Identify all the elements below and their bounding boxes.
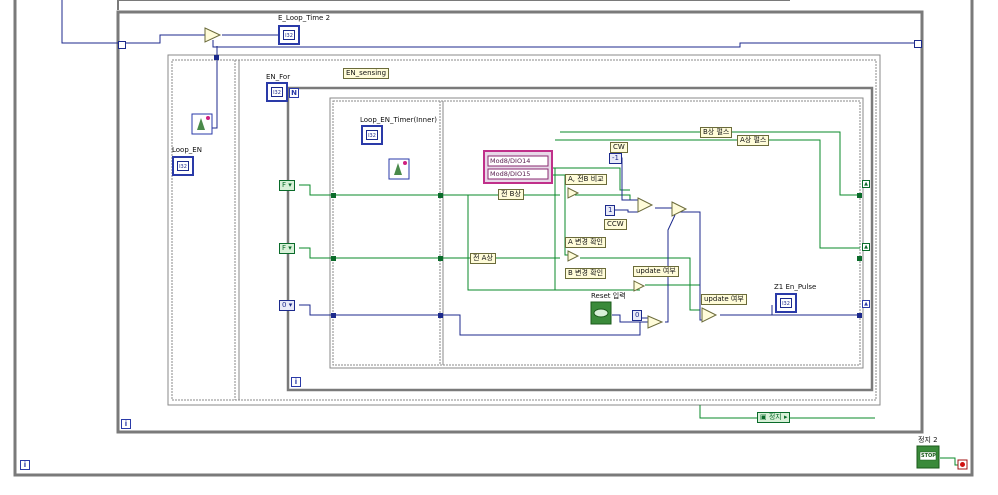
shift-register-icon: ▲ bbox=[862, 180, 870, 188]
e-loop-time-label: E_Loop_Time 2 bbox=[278, 14, 331, 22]
b-change-label: B 변경 확인 bbox=[565, 268, 607, 279]
ccw-label: CCW bbox=[604, 219, 627, 230]
stop-local-variable[interactable]: ▣ 정지 ▸ bbox=[757, 412, 791, 423]
z1-en-pulse-indicator[interactable]: I32 bbox=[775, 293, 797, 313]
a-compare-label: A, 전B 비교 bbox=[565, 174, 607, 185]
while-loop-iteration-terminal: i bbox=[121, 419, 131, 429]
for-loop-count-terminal[interactable]: N bbox=[289, 88, 299, 98]
shift-register-left bbox=[118, 41, 126, 49]
z1-en-pulse-label: Z1 En_Pulse bbox=[774, 283, 817, 291]
update-label-2: update 여부 bbox=[701, 294, 747, 305]
loop-en-label: Loop_EN bbox=[172, 146, 202, 154]
while-loop-2-frame bbox=[116, 10, 924, 434]
loop-en-indicator[interactable]: I32 bbox=[172, 156, 194, 176]
one-constant[interactable]: 1 bbox=[605, 205, 616, 216]
add-node bbox=[671, 201, 688, 217]
compare-b-change bbox=[633, 280, 646, 292]
minus-one-constant[interactable]: -1 bbox=[609, 153, 622, 164]
false-constant-1[interactable]: F ▾ bbox=[279, 180, 295, 191]
outer-while-loop-frame bbox=[13, 0, 974, 477]
zero-constant-1[interactable]: 0 ▾ bbox=[279, 300, 296, 311]
a-pulse-label: A상 펄스 bbox=[737, 135, 770, 146]
b-pulse-label: B상 펄스 bbox=[700, 127, 733, 138]
cw-label: CW bbox=[610, 142, 628, 153]
stop-button[interactable]: STOP bbox=[921, 453, 936, 459]
tunnel-sequence-top bbox=[214, 55, 219, 60]
channel-dio15[interactable]: Mod8/DIO15 bbox=[490, 170, 531, 178]
en-for-indicator[interactable]: I32 bbox=[266, 82, 288, 102]
a-change-label: A 변경 확인 bbox=[565, 237, 606, 248]
multiply-node bbox=[204, 27, 222, 43]
en-sensing-label: EN_sensing bbox=[343, 68, 390, 79]
compare-a-change bbox=[567, 250, 580, 262]
update-label-1: update 여부 bbox=[633, 266, 679, 277]
for-loop-frame bbox=[286, 86, 874, 392]
shift-register-right bbox=[914, 40, 922, 48]
false-constant-2[interactable]: F ▾ bbox=[279, 243, 295, 254]
en-for-label: EN_For bbox=[266, 73, 291, 81]
select-node-2 bbox=[647, 315, 664, 329]
channel-dio14[interactable]: Mod8/DIO14 bbox=[490, 157, 531, 165]
zero-constant-2[interactable]: 0 bbox=[632, 310, 643, 321]
loop-en-timer-indicator[interactable]: I32 bbox=[361, 125, 383, 145]
stop-label: 정지 2 bbox=[918, 436, 938, 444]
for-loop-iteration-terminal: i bbox=[291, 377, 301, 387]
select-node-1 bbox=[637, 197, 654, 213]
reset-label: Reset 입력 bbox=[591, 292, 626, 300]
prev-b-label: 전 B상 bbox=[498, 189, 524, 200]
loop-en-timer-label: Loop_EN_Timer(Inner) bbox=[360, 116, 438, 124]
prev-a-label: 전 A상 bbox=[470, 253, 496, 264]
e-loop-time-indicator[interactable]: I32 bbox=[278, 25, 300, 45]
compare-a-prevb bbox=[567, 187, 580, 199]
outer-loop-iteration-terminal: i bbox=[20, 460, 30, 470]
select-node-3 bbox=[701, 307, 718, 323]
